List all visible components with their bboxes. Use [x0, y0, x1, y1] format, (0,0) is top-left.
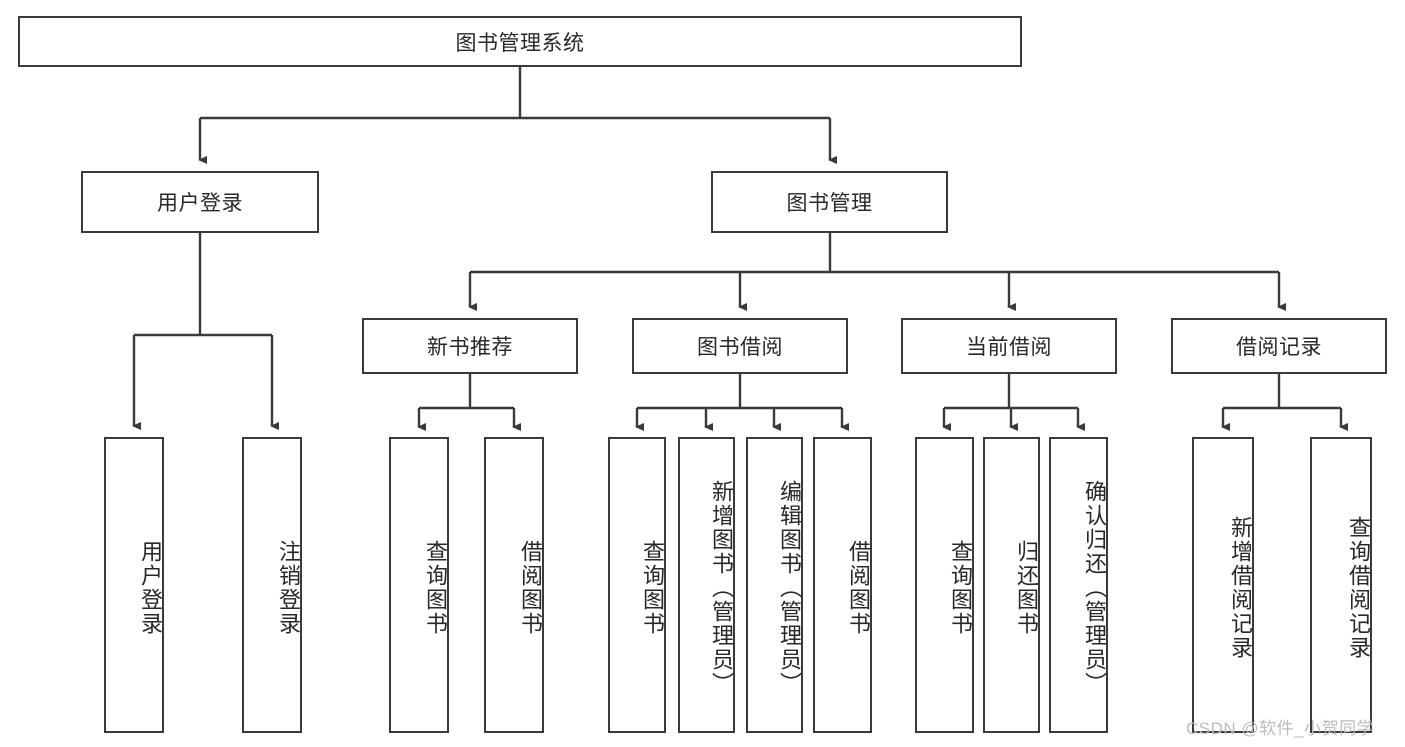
- node-book-management[interactable]: 图书管理: [711, 171, 948, 233]
- node-user-login[interactable]: 用户登录: [81, 171, 319, 233]
- node-borrow-record-label: 借阅记录: [1236, 336, 1322, 359]
- node-leaf-borrow-book-1-label: 借阅图书: [518, 540, 543, 636]
- node-leaf-query-book-2[interactable]: 查询图书: [608, 437, 666, 733]
- node-leaf-add-book[interactable]: 新增图书（管理员）: [678, 437, 735, 733]
- node-leaf-confirm-return-label: 确认归还（管理员）: [1082, 480, 1107, 696]
- node-leaf-user-logout[interactable]: 注销登录: [242, 437, 302, 733]
- node-user-login-label: 用户登录: [157, 192, 243, 215]
- node-borrow-record[interactable]: 借阅记录: [1171, 318, 1387, 374]
- node-leaf-user-logout-label: 注销登录: [276, 540, 301, 636]
- node-leaf-query-book-3[interactable]: 查询图书: [915, 437, 974, 733]
- node-leaf-borrow-book-2-label: 借阅图书: [846, 540, 871, 636]
- node-root-label: 图书管理系统: [455, 31, 585, 55]
- node-current-borrow[interactable]: 当前借阅: [901, 318, 1117, 374]
- node-leaf-query-record-label: 查询借阅记录: [1346, 516, 1371, 660]
- node-new-book-recommend-label: 新书推荐: [427, 336, 513, 359]
- node-book-borrow[interactable]: 图书借阅: [632, 318, 848, 374]
- node-leaf-add-record-label: 新增借阅记录: [1228, 516, 1253, 660]
- watermark-text: CSDN @软件_小贺同学: [1186, 719, 1375, 738]
- node-current-borrow-label: 当前借阅: [966, 336, 1052, 359]
- node-leaf-borrow-book-1[interactable]: 借阅图书: [484, 437, 544, 733]
- node-leaf-query-book-2-label: 查询图书: [640, 540, 665, 636]
- node-leaf-return-book-label: 归还图书: [1014, 540, 1039, 636]
- node-leaf-edit-book-label: 编辑图书（管理员）: [777, 480, 802, 696]
- node-leaf-confirm-return[interactable]: 确认归还（管理员）: [1049, 437, 1108, 733]
- node-leaf-edit-book[interactable]: 编辑图书（管理员）: [746, 437, 803, 733]
- node-book-borrow-label: 图书借阅: [697, 336, 783, 359]
- node-leaf-query-record[interactable]: 查询借阅记录: [1310, 437, 1372, 733]
- node-book-management-label: 图书管理: [786, 192, 873, 215]
- node-new-book-recommend[interactable]: 新书推荐: [362, 318, 578, 374]
- node-leaf-query-book-1-label: 查询图书: [423, 540, 448, 636]
- node-leaf-query-book-3-label: 查询图书: [948, 540, 973, 636]
- node-leaf-query-book-1[interactable]: 查询图书: [389, 437, 449, 733]
- node-root[interactable]: 图书管理系统: [18, 16, 1022, 67]
- node-leaf-user-login[interactable]: 用户登录: [104, 437, 164, 733]
- node-leaf-return-book[interactable]: 归还图书: [983, 437, 1040, 733]
- node-leaf-borrow-book-2[interactable]: 借阅图书: [813, 437, 872, 733]
- node-leaf-add-book-label: 新增图书（管理员）: [709, 480, 734, 696]
- node-leaf-user-login-label: 用户登录: [138, 540, 163, 636]
- node-leaf-add-record[interactable]: 新增借阅记录: [1192, 437, 1254, 733]
